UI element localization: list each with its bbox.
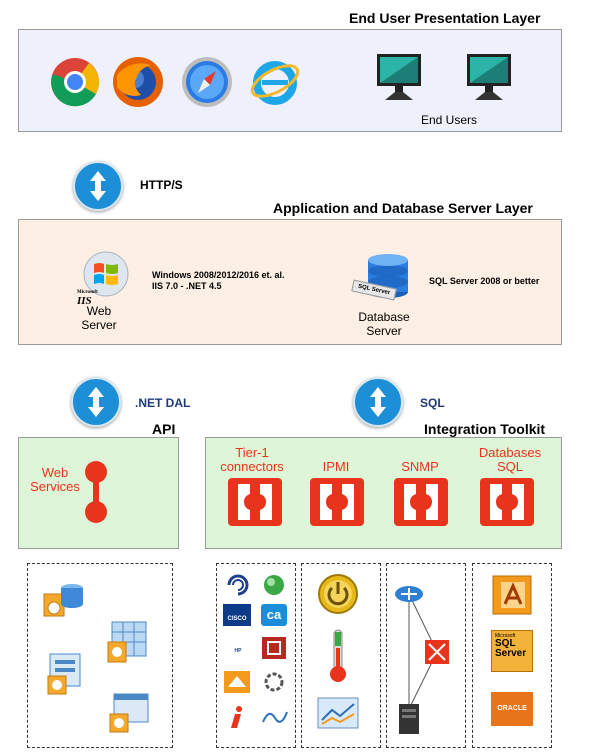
database-server-env-label: SQL Server 2008 or better xyxy=(429,276,540,286)
sql-server-logo-label: SQL Server xyxy=(495,638,527,659)
bidirectional-arrow-icon xyxy=(353,377,403,427)
snmp-box xyxy=(386,563,466,748)
form-service-icon xyxy=(47,653,81,695)
access-db-icon xyxy=(492,575,532,615)
windows-iis-icon xyxy=(83,251,129,297)
hp-openview-logo: HP OpenView xyxy=(226,648,250,684)
window-service-icon xyxy=(109,693,149,733)
connector-icon xyxy=(480,478,534,526)
https-label: HTTP/S xyxy=(140,178,183,192)
power-icon xyxy=(318,574,358,614)
vendor-wave-icon xyxy=(262,711,288,723)
server-layer-box: Microsoft IIS Web Server Windows 2008/20… xyxy=(18,219,562,345)
ipmi-box xyxy=(301,563,381,748)
vendor-ring-icon xyxy=(264,672,284,692)
presentation-layer-title: End User Presentation Layer xyxy=(349,10,541,26)
api-title: API xyxy=(152,421,176,437)
network-topology-icon xyxy=(395,586,449,734)
vendor-box-icon xyxy=(262,637,286,659)
api-resources-box xyxy=(27,563,173,748)
oracle-logo: ORACLE xyxy=(491,692,533,726)
database-service-icon xyxy=(43,584,83,617)
iis-badge-top: Microsoft xyxy=(77,290,98,295)
sql-server-logo: Microsoft SQL Server xyxy=(491,630,533,672)
ca-logo: ca xyxy=(261,604,287,626)
vendor-logos-box: CISCO ca HP OpenView xyxy=(216,563,296,748)
web-services-label: Web Services xyxy=(30,465,80,494)
vendor-fold-icon xyxy=(224,671,250,693)
end-users-label: End Users xyxy=(420,113,478,127)
web-server-label: Web Server xyxy=(81,304,117,332)
web-services-icon xyxy=(85,461,107,523)
cisco-logo: CISCO xyxy=(223,604,251,626)
iis-badge: Microsoft IIS xyxy=(77,290,117,307)
connector-icon xyxy=(310,478,364,526)
graph-icon xyxy=(317,697,359,729)
grid-service-icon xyxy=(107,621,147,663)
connector-label-ipmi: IPMI xyxy=(322,459,350,474)
chrome-icon xyxy=(51,58,99,107)
presentation-layer-box: End Users xyxy=(18,29,562,132)
bidirectional-arrow-icon xyxy=(71,377,121,427)
integration-box: Tier-1 connectors IPMI SNMP Databases SQ… xyxy=(205,437,562,549)
connector-label-snmp: SNMP xyxy=(401,459,439,474)
server-layer-title: Application and Database Server Layer xyxy=(273,200,533,216)
iis-badge-label: IIS xyxy=(77,295,92,307)
connector-label-tier1: Tier-1 connectors xyxy=(220,445,284,474)
vendor-i-icon xyxy=(231,706,242,728)
end-user-monitor-icon xyxy=(467,54,511,100)
sql-label: SQL xyxy=(420,396,445,410)
bidirectional-arrow-icon xyxy=(73,161,123,211)
connector-label-databases: Databases SQL xyxy=(478,445,542,474)
firefox-icon xyxy=(113,57,163,107)
integration-title: Integration Toolkit xyxy=(424,421,546,437)
end-user-monitor-icon xyxy=(377,54,421,100)
thermometer-icon xyxy=(330,629,346,682)
sql-server-logo-top: Microsoft xyxy=(495,633,516,639)
api-box: Web Services xyxy=(18,437,179,549)
internet-explorer-icon xyxy=(250,61,300,105)
connector-icon xyxy=(394,478,448,526)
vendor-swirl-icon xyxy=(227,574,249,596)
connector-icon xyxy=(228,478,282,526)
vendor-sphere-icon xyxy=(264,575,284,595)
safari-icon xyxy=(182,57,232,107)
web-server-env-label: Windows 2008/2012/2016 et. al. IIS 7.0 -… xyxy=(152,270,285,291)
database-server-label: Database Server xyxy=(358,310,410,338)
dotnet-dal-label: .NET DAL xyxy=(135,396,191,410)
databases-box: Microsoft SQL Server ORACLE xyxy=(472,563,552,748)
